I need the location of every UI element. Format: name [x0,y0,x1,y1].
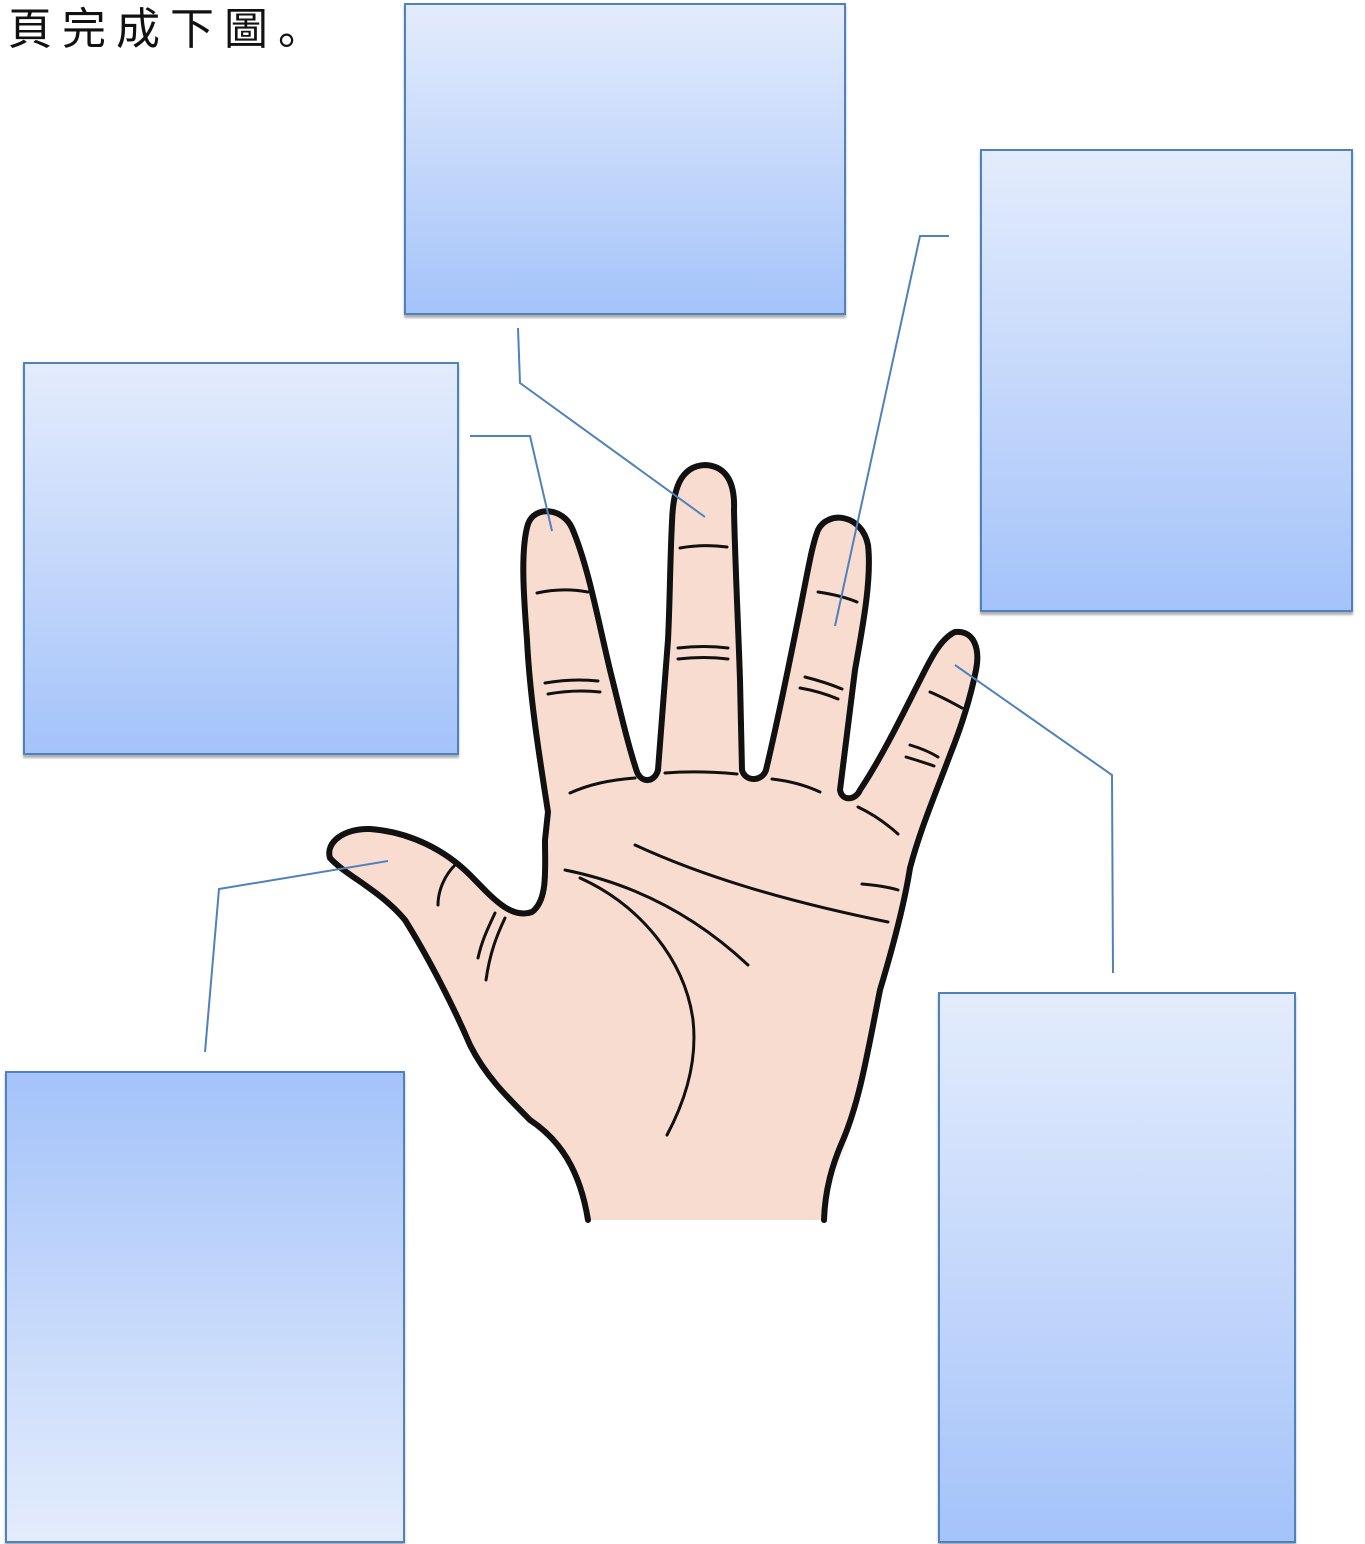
leader-line-thumb [205,861,388,1052]
hand-outline [329,465,977,1220]
leader-line-little [955,665,1113,973]
hand-illustration [329,465,977,1220]
